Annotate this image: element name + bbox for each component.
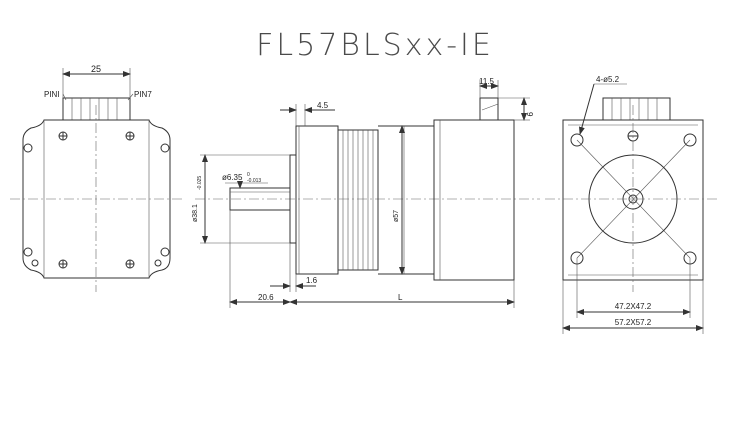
rear-width-dimension: 25	[91, 64, 101, 74]
front-view: 4-ø5.2 47.2X47.2 57.2X57.2	[545, 75, 720, 334]
pilot-depth-dimension: 1.6	[306, 276, 318, 285]
flange-thickness-dimension: 4.5	[317, 101, 329, 110]
front-flange	[295, 125, 339, 275]
pin-left-label: PINI	[44, 90, 60, 99]
side-view: 11.5 9 4.5 ø6.35 0 -0.013 ø38.1 -0.025 ø…	[192, 77, 540, 308]
holes-dimension: 4-ø5.2	[596, 75, 620, 84]
connector-height-dimension: 9	[525, 112, 534, 117]
rear-screws	[58, 131, 135, 269]
connector-length-dimension: 11.5	[479, 77, 495, 86]
shaft-tolerance-upper: 0	[247, 172, 250, 178]
pin-right-label: PIN7	[134, 90, 152, 99]
rear-cap	[433, 119, 515, 281]
stator-body	[378, 125, 435, 275]
drawing-title: FL57BLSxx-IE	[256, 28, 494, 63]
shaft-tolerance-lower: -0.013	[247, 178, 261, 184]
front-connector	[602, 97, 671, 121]
bolt-square-dimension: 47.2X47.2	[615, 302, 652, 311]
rear-view: 25 PINI PIN7	[10, 64, 185, 292]
rear-connector	[62, 97, 131, 121]
pilot-tolerance: -0.025	[197, 176, 203, 190]
body-diameter-dimension: ø57	[393, 210, 400, 222]
body-square-dimension: 57.2X57.2	[615, 318, 652, 327]
side-connector	[479, 97, 499, 121]
total-length-dimension: L	[398, 293, 403, 302]
pilot-diameter-dimension: ø38.1	[192, 204, 199, 222]
shaft-length-dimension: 20.6	[258, 293, 274, 302]
shaft-diameter-dimension: ø6.35	[222, 173, 243, 182]
